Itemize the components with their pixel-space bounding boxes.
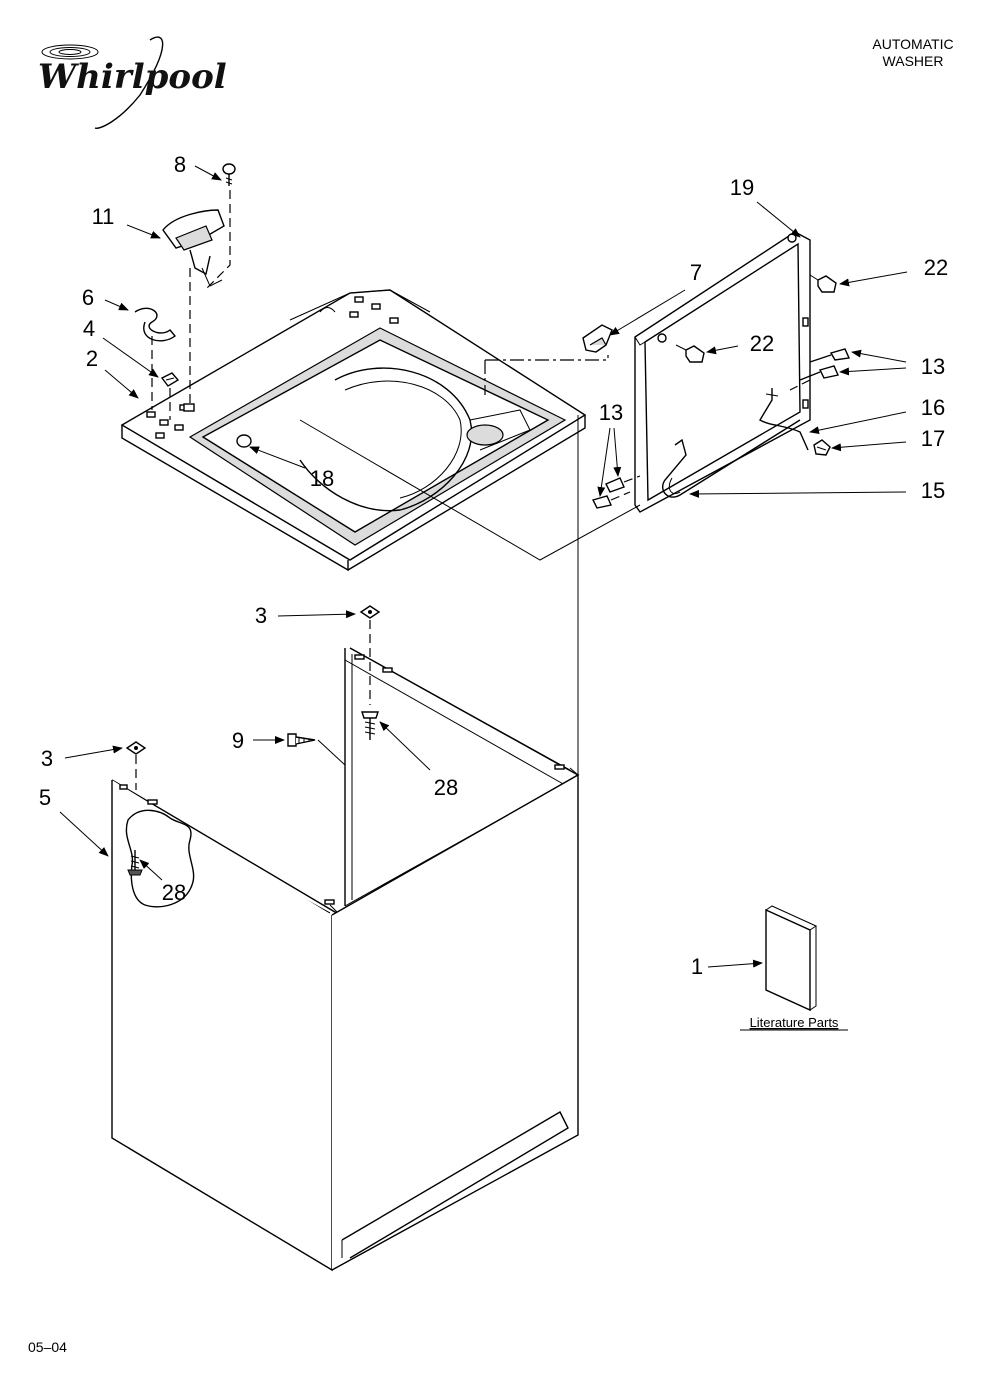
- callout-13-left: 13: [599, 400, 623, 425]
- nut-part-17: [813, 439, 831, 456]
- screw-part-13-right: [789, 348, 851, 391]
- callout-28-cutaway: 28: [162, 880, 186, 905]
- callout-17: 17: [921, 426, 945, 451]
- callout-18: 18: [310, 466, 334, 491]
- callout-1: 1: [691, 954, 703, 979]
- callout-13-right: 13: [921, 354, 945, 379]
- screw-part-28-center: [361, 711, 379, 740]
- doc-title-line2: WASHER: [883, 53, 944, 69]
- lid-part-19: [634, 231, 811, 513]
- clip-part-6: [134, 307, 177, 342]
- callout-3-center: 3: [255, 603, 267, 628]
- screw-part-13-left: [591, 475, 641, 509]
- callout-4: 4: [83, 316, 95, 341]
- doc-title-line1: AUTOMATIC: [872, 36, 953, 52]
- screw-part-9: [287, 733, 316, 747]
- callout-2: 2: [86, 346, 98, 371]
- footer-code: 05–04: [28, 1339, 67, 1355]
- callout-5: 5: [39, 785, 51, 810]
- leader-9-line: [317, 739, 346, 766]
- callout-22-lower: 22: [750, 331, 774, 356]
- callout-28-center: 28: [434, 775, 458, 800]
- nut-part-4: [160, 372, 180, 387]
- leader-8-dashed: [204, 190, 231, 291]
- callout-19: 19: [730, 175, 754, 200]
- top-lid-assembly: [120, 289, 587, 572]
- literature-parts-booklet: [765, 905, 818, 1012]
- brand-logo: Whirlpool: [38, 36, 227, 129]
- callout-9: 9: [232, 728, 244, 753]
- hinge-alignment-line: [485, 355, 609, 361]
- literature-parts-label: Literature Parts: [750, 1015, 839, 1030]
- callout-8: 8: [174, 152, 186, 177]
- cabinet-cutaway-view: [125, 809, 195, 908]
- callout-22-upper: 22: [924, 255, 948, 280]
- bumper-part-22-lower: [675, 344, 705, 363]
- callout-7: 7: [690, 260, 702, 285]
- nut-part-3-left: [125, 741, 147, 755]
- lid-alignment-line: [299, 419, 641, 561]
- callout-15: 15: [921, 478, 945, 503]
- leader-arrows: [59, 165, 908, 968]
- brand-wordmark: Whirlpool: [38, 57, 227, 97]
- lid-switch-part-11: [162, 209, 225, 287]
- callout-6: 6: [82, 285, 94, 310]
- nut-part-3-center: [359, 605, 381, 619]
- callout-3-left: 3: [41, 746, 53, 771]
- switch-slot: [183, 403, 195, 412]
- callout-16: 16: [921, 395, 945, 420]
- bumper-part-22-upper: [809, 274, 837, 293]
- hinge-part-7: [582, 324, 613, 353]
- callout-11: 11: [92, 204, 115, 229]
- screw-part-8: [222, 163, 236, 186]
